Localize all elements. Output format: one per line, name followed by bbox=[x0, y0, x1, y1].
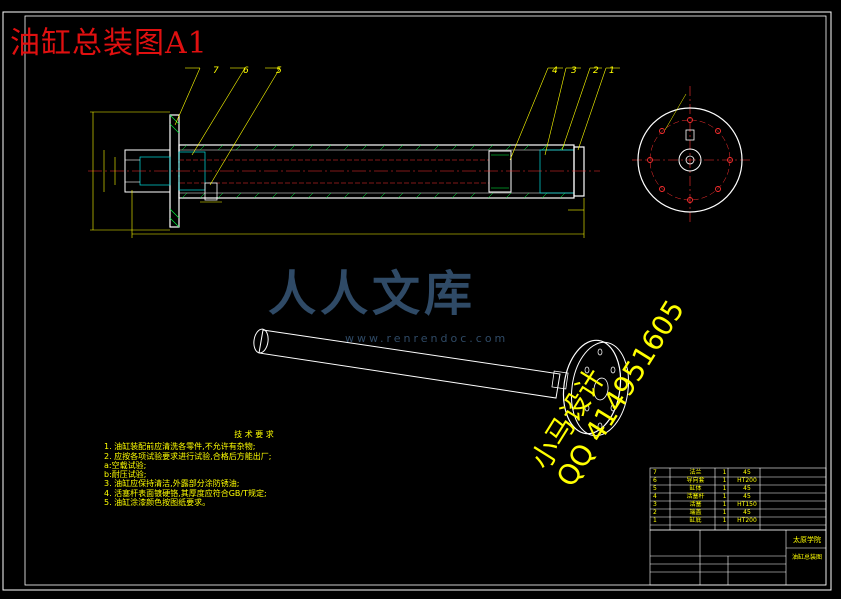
isometric-view bbox=[253, 328, 629, 437]
piston-rod-part-4 bbox=[178, 159, 490, 184]
balloon-4: 4 bbox=[552, 66, 558, 76]
cylinder-bottom-part-1 bbox=[573, 146, 585, 197]
watermark-logo: 人人文库 bbox=[268, 266, 477, 322]
note-line: 1. 油缸装配前应清洗各零件,不允许有杂物; bbox=[104, 442, 256, 452]
note-line: 2. 应按各项试验要求进行试验,合格后方能出厂; bbox=[104, 451, 272, 461]
piston-part-3 bbox=[488, 150, 512, 193]
note-line: b:耐压试验; bbox=[104, 470, 147, 480]
balloon-1: 1 bbox=[609, 66, 615, 76]
sheet-border bbox=[2, 11, 832, 591]
balloon-7: 7 bbox=[213, 66, 219, 76]
flange-outline bbox=[637, 107, 743, 213]
note-line: 4. 活塞杆表面镀硬铬,其厚度应符合GB/T规定; bbox=[104, 488, 267, 498]
end-cap-part-2 bbox=[539, 149, 575, 194]
barrel-wall-hatch bbox=[181, 144, 566, 199]
watermark-url: www.renrendoc.com bbox=[345, 332, 509, 345]
balloon-2: 2 bbox=[593, 66, 599, 76]
drawing-title: 油缸总装图A1 bbox=[10, 26, 208, 61]
bolt-holes bbox=[647, 117, 733, 203]
technical-notes: 技 术 要 求 1. 油缸装配前应清洗各零件,不允许有杂物; 2. 应按各项试验… bbox=[104, 430, 404, 507]
iso-flange bbox=[562, 339, 622, 435]
barrel-part-5 bbox=[178, 144, 575, 199]
note-line: 3. 油缸应保持清洁,外露部分涂防锈油; bbox=[104, 479, 240, 489]
title-block-school: 太原学院 bbox=[793, 536, 821, 544]
end-view bbox=[632, 86, 750, 222]
notes-heading: 技 术 要 求 bbox=[234, 430, 274, 439]
inner-frame bbox=[24, 15, 827, 586]
balloon-5: 5 bbox=[276, 66, 282, 76]
title-block bbox=[649, 529, 827, 586]
note-line: a:空载试验; bbox=[104, 460, 147, 470]
balloon-6: 6 bbox=[243, 66, 249, 76]
title-block-drawing-name: 油缸总装图 bbox=[791, 554, 822, 561]
balloon-3: 3 bbox=[571, 66, 577, 76]
dimensions bbox=[90, 111, 585, 238]
cylinder-section-view bbox=[88, 114, 600, 228]
rod-bore bbox=[678, 148, 702, 172]
leader-lines bbox=[174, 67, 620, 186]
note-line: 5. 油缸涂漆颜色按图纸要求。 bbox=[104, 498, 211, 508]
